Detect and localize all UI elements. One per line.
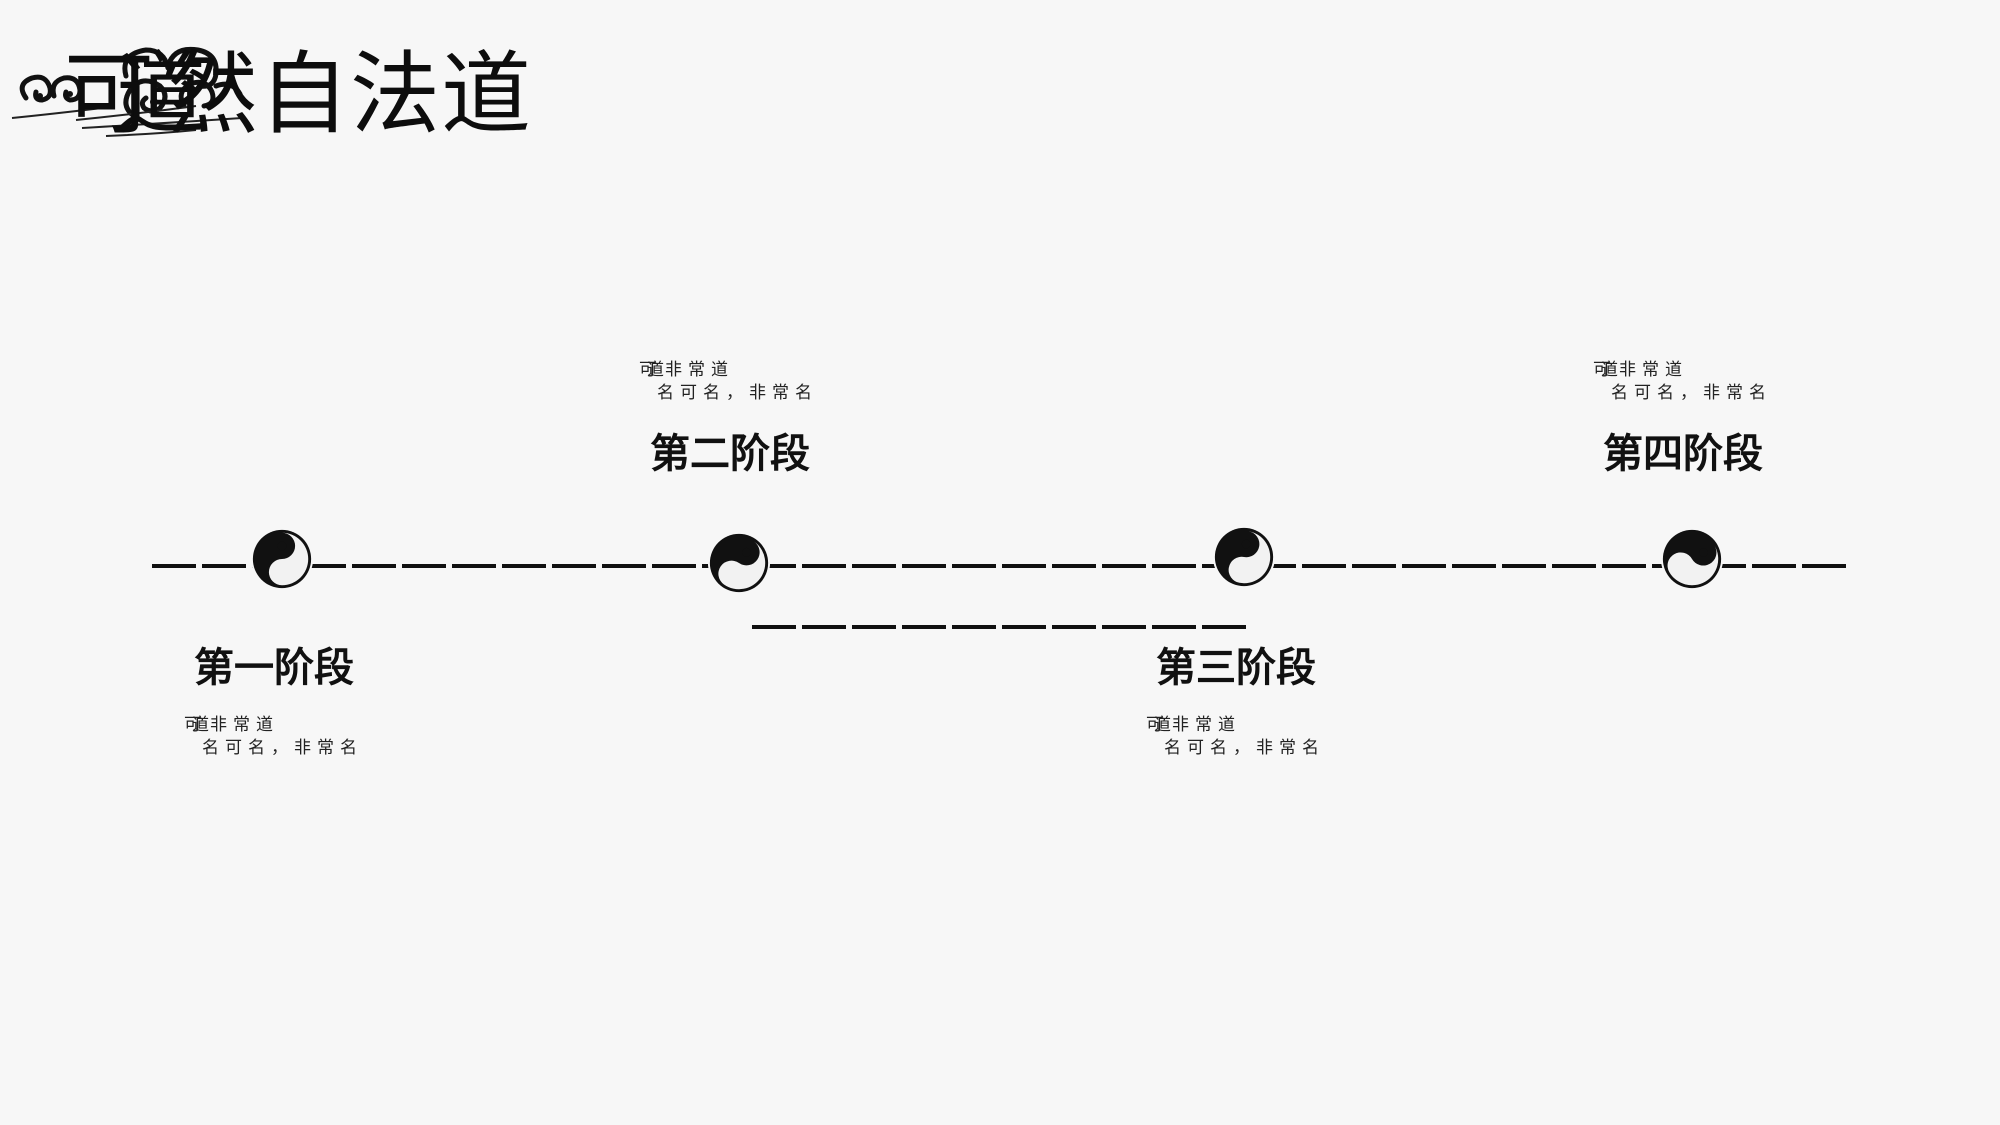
title-area: 可道然自法道 bbox=[0, 0, 531, 170]
stage-2-description: 可道非常道 名可名，非常名 bbox=[639, 359, 818, 405]
yin-yang-icon bbox=[1212, 525, 1276, 589]
stage-3-title: 第三阶段 bbox=[1156, 645, 1316, 691]
auspicious-cloud-icon bbox=[11, 46, 243, 137]
stage-1-desc-line1: 非常道 bbox=[210, 715, 279, 735]
yin-yang-icon bbox=[707, 531, 771, 595]
stage-3-description: 可道非常道 名可名，非常名 bbox=[1146, 714, 1325, 760]
stage-4-desc-overlap: 可道 bbox=[1593, 360, 1618, 380]
stage-1-title: 第一阶段 bbox=[194, 645, 354, 691]
stage-3-desc-line1: 非常道 bbox=[1172, 715, 1241, 735]
stage-4-desc-line2: 名可名，非常名 bbox=[1611, 383, 1772, 403]
page-title-text: 然自法道 bbox=[168, 42, 532, 147]
stage-3-desc-overlap: 可道 bbox=[1146, 715, 1171, 735]
stage-3-desc-line2: 名可名，非常名 bbox=[1164, 738, 1325, 758]
stage-4-description: 可道非常道 名可名，非常名 bbox=[1593, 359, 1772, 405]
stage-1-desc-overlap: 可道 bbox=[184, 715, 209, 735]
stage-2-desc-line2: 名可名，非常名 bbox=[657, 383, 818, 403]
stage-4-desc-line1: 非常道 bbox=[1619, 360, 1688, 380]
stage-1-description: 可道非常道 名可名，非常名 bbox=[184, 714, 363, 760]
stage-4-title: 第四阶段 bbox=[1603, 431, 1763, 477]
stage-2-title: 第二阶段 bbox=[650, 431, 810, 477]
stage-2-desc-line1: 非常道 bbox=[665, 360, 734, 380]
yin-yang-icon bbox=[250, 527, 314, 591]
stage-1-desc-line2: 名可名，非常名 bbox=[202, 738, 363, 758]
page-title: 可道然自法道 bbox=[64, 50, 532, 140]
stage-2-desc-overlap: 可道 bbox=[639, 360, 664, 380]
yin-yang-icon bbox=[1660, 527, 1724, 591]
